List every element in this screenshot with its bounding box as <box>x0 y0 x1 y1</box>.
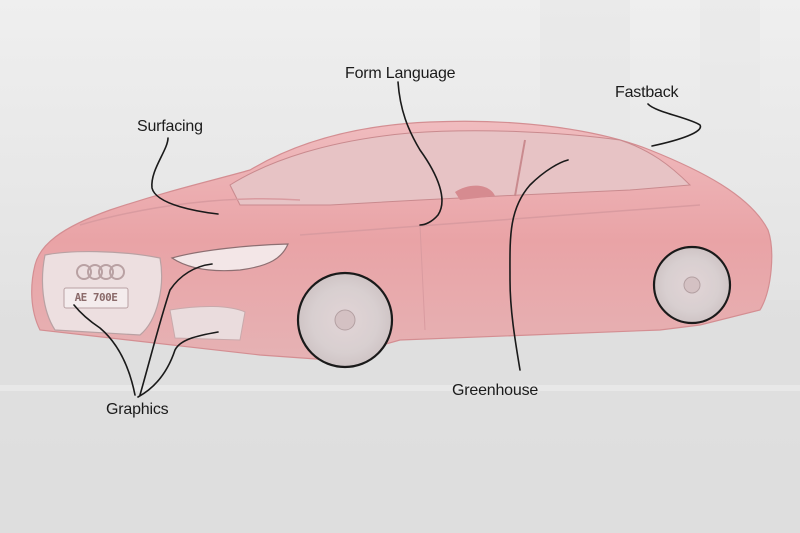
annotation-fastback: Fastback <box>615 84 679 101</box>
headlight <box>170 243 289 272</box>
annotation-form-language: Form Language <box>345 65 456 82</box>
greenhouse-leader-line <box>509 159 569 371</box>
form-language-leader-line <box>397 81 443 226</box>
side-mirror <box>455 185 495 200</box>
graphics-leader-line-mid <box>139 263 213 396</box>
annotation-greenhouse: Greenhouse <box>452 382 539 399</box>
window-pillar <box>514 139 526 197</box>
hood-line <box>79 198 301 226</box>
annotation-surfacing: Surfacing <box>137 118 203 135</box>
annotation-lines <box>73 81 702 398</box>
grille-rings <box>76 264 125 280</box>
road-stripe <box>0 385 800 391</box>
license-plate <box>63 287 129 309</box>
fastback-leader-line <box>647 103 702 147</box>
graphics-leader-line-right <box>137 331 219 398</box>
annotation-graphics: Graphics <box>106 401 169 418</box>
surfacing-leader-line <box>151 137 219 215</box>
graphics-leader-line-left <box>73 304 136 396</box>
rear-wheel <box>652 245 732 325</box>
shoulder-line <box>299 204 701 236</box>
car-windows <box>229 130 692 206</box>
license-plate-text: AE 700E <box>74 291 118 304</box>
front-wheel <box>296 271 394 369</box>
door-line <box>419 224 426 331</box>
bumper-intake <box>169 305 246 341</box>
